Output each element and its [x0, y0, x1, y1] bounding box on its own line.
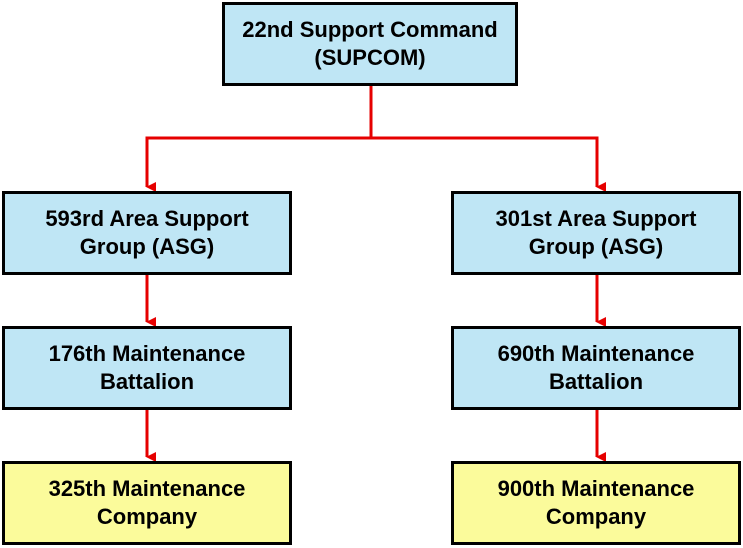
node-title-line1: 325th Maintenance [48, 476, 246, 501]
node-title-line2: Company [545, 504, 647, 529]
node-301st-area-support-group: 301st Area Support Group (ASG) [451, 191, 741, 275]
node-title-line1: 593rd Area Support [45, 206, 249, 231]
node-325th-maintenance-company: 325th Maintenance Company [2, 461, 292, 545]
node-title-line2: Group (ASG) [79, 234, 215, 259]
node-title-line2: Company [96, 504, 198, 529]
node-title-line2: Battalion [99, 369, 195, 394]
node-title-line1: 301st Area Support [495, 206, 697, 231]
node-title-line1: 690th Maintenance [497, 341, 695, 366]
connector-supcom-to-301st-asg [371, 136, 606, 192]
connector-supcom-to-593rd-asg [145, 86, 373, 192]
node-title-line2: (SUPCOM) [314, 45, 426, 70]
node-22nd-support-command: 22nd Support Command (SUPCOM) [222, 2, 518, 86]
node-title-line2: Group (ASG) [528, 234, 664, 259]
node-176th-maintenance-battalion: 176th Maintenance Battalion [2, 326, 292, 410]
node-690th-maintenance-battalion: 690th Maintenance Battalion [451, 326, 741, 410]
node-593rd-area-support-group: 593rd Area Support Group (ASG) [2, 191, 292, 275]
node-title-line1: 900th Maintenance [497, 476, 695, 501]
node-title-line1: 22nd Support Command [242, 17, 498, 42]
node-title-line1: 176th Maintenance [48, 341, 246, 366]
node-title-line2: Battalion [548, 369, 644, 394]
node-900th-maintenance-company: 900th Maintenance Company [451, 461, 741, 545]
